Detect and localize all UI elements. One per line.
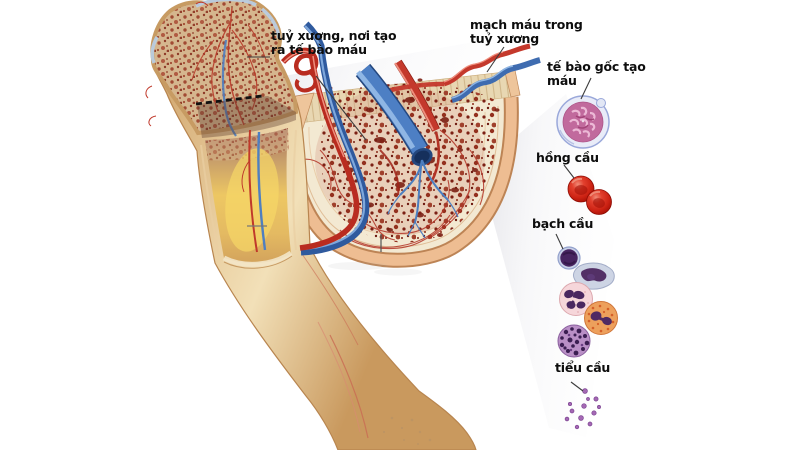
- cartilage: [150, 0, 281, 64]
- pointer-vessels: [486, 46, 505, 73]
- red-blood-cell-2: [586, 189, 612, 215]
- pointer-lines: [247, 46, 592, 392]
- label-bone-marrow: tuỷ xương, nơi tạo ra tế bào máu: [271, 28, 397, 58]
- basophil: [557, 324, 591, 358]
- label-white-blood-cell: bạch cầu: [532, 216, 594, 231]
- central-vein: [355, 63, 459, 239]
- label-red-blood-cell: hồng cầu: [536, 150, 599, 165]
- femur-bone: [145, 0, 477, 450]
- neutrophil: [559, 282, 593, 316]
- white-blood-cells: [557, 246, 618, 358]
- exit-vessels: [443, 43, 541, 103]
- monocyte: [573, 262, 615, 290]
- cut-dashed-line: [195, 94, 263, 106]
- pointer-platelet: [570, 381, 584, 392]
- vein-branches: [387, 159, 459, 239]
- red-blood-cells: [567, 175, 612, 215]
- femoral-artery: [280, 47, 360, 251]
- capillary-network: [299, 129, 485, 250]
- cut-shadow: [197, 96, 296, 138]
- periosteal-squiggles: [145, 1, 209, 127]
- label-platelet: tiểu cầu: [555, 360, 611, 375]
- pointer-stem-cell: [580, 77, 592, 100]
- platelets: [564, 388, 601, 430]
- central-artery: [371, 59, 445, 189]
- distal-shaft-details: [301, 253, 432, 445]
- stem-cell: [556, 95, 610, 149]
- pointer-white-cell: [555, 233, 564, 250]
- label-blood-vessels: mạch máu trong tuỷ xương: [470, 17, 583, 47]
- lymphocyte: [557, 246, 581, 270]
- femoral-vein: [300, 21, 370, 256]
- eosinophil: [584, 301, 618, 335]
- pointer-red-cell: [563, 164, 575, 179]
- red-blood-cell-1: [567, 175, 595, 203]
- pointer-marrow-to-section: [315, 75, 367, 141]
- label-stem-cell: tế bào gốc tạo máu: [547, 59, 646, 89]
